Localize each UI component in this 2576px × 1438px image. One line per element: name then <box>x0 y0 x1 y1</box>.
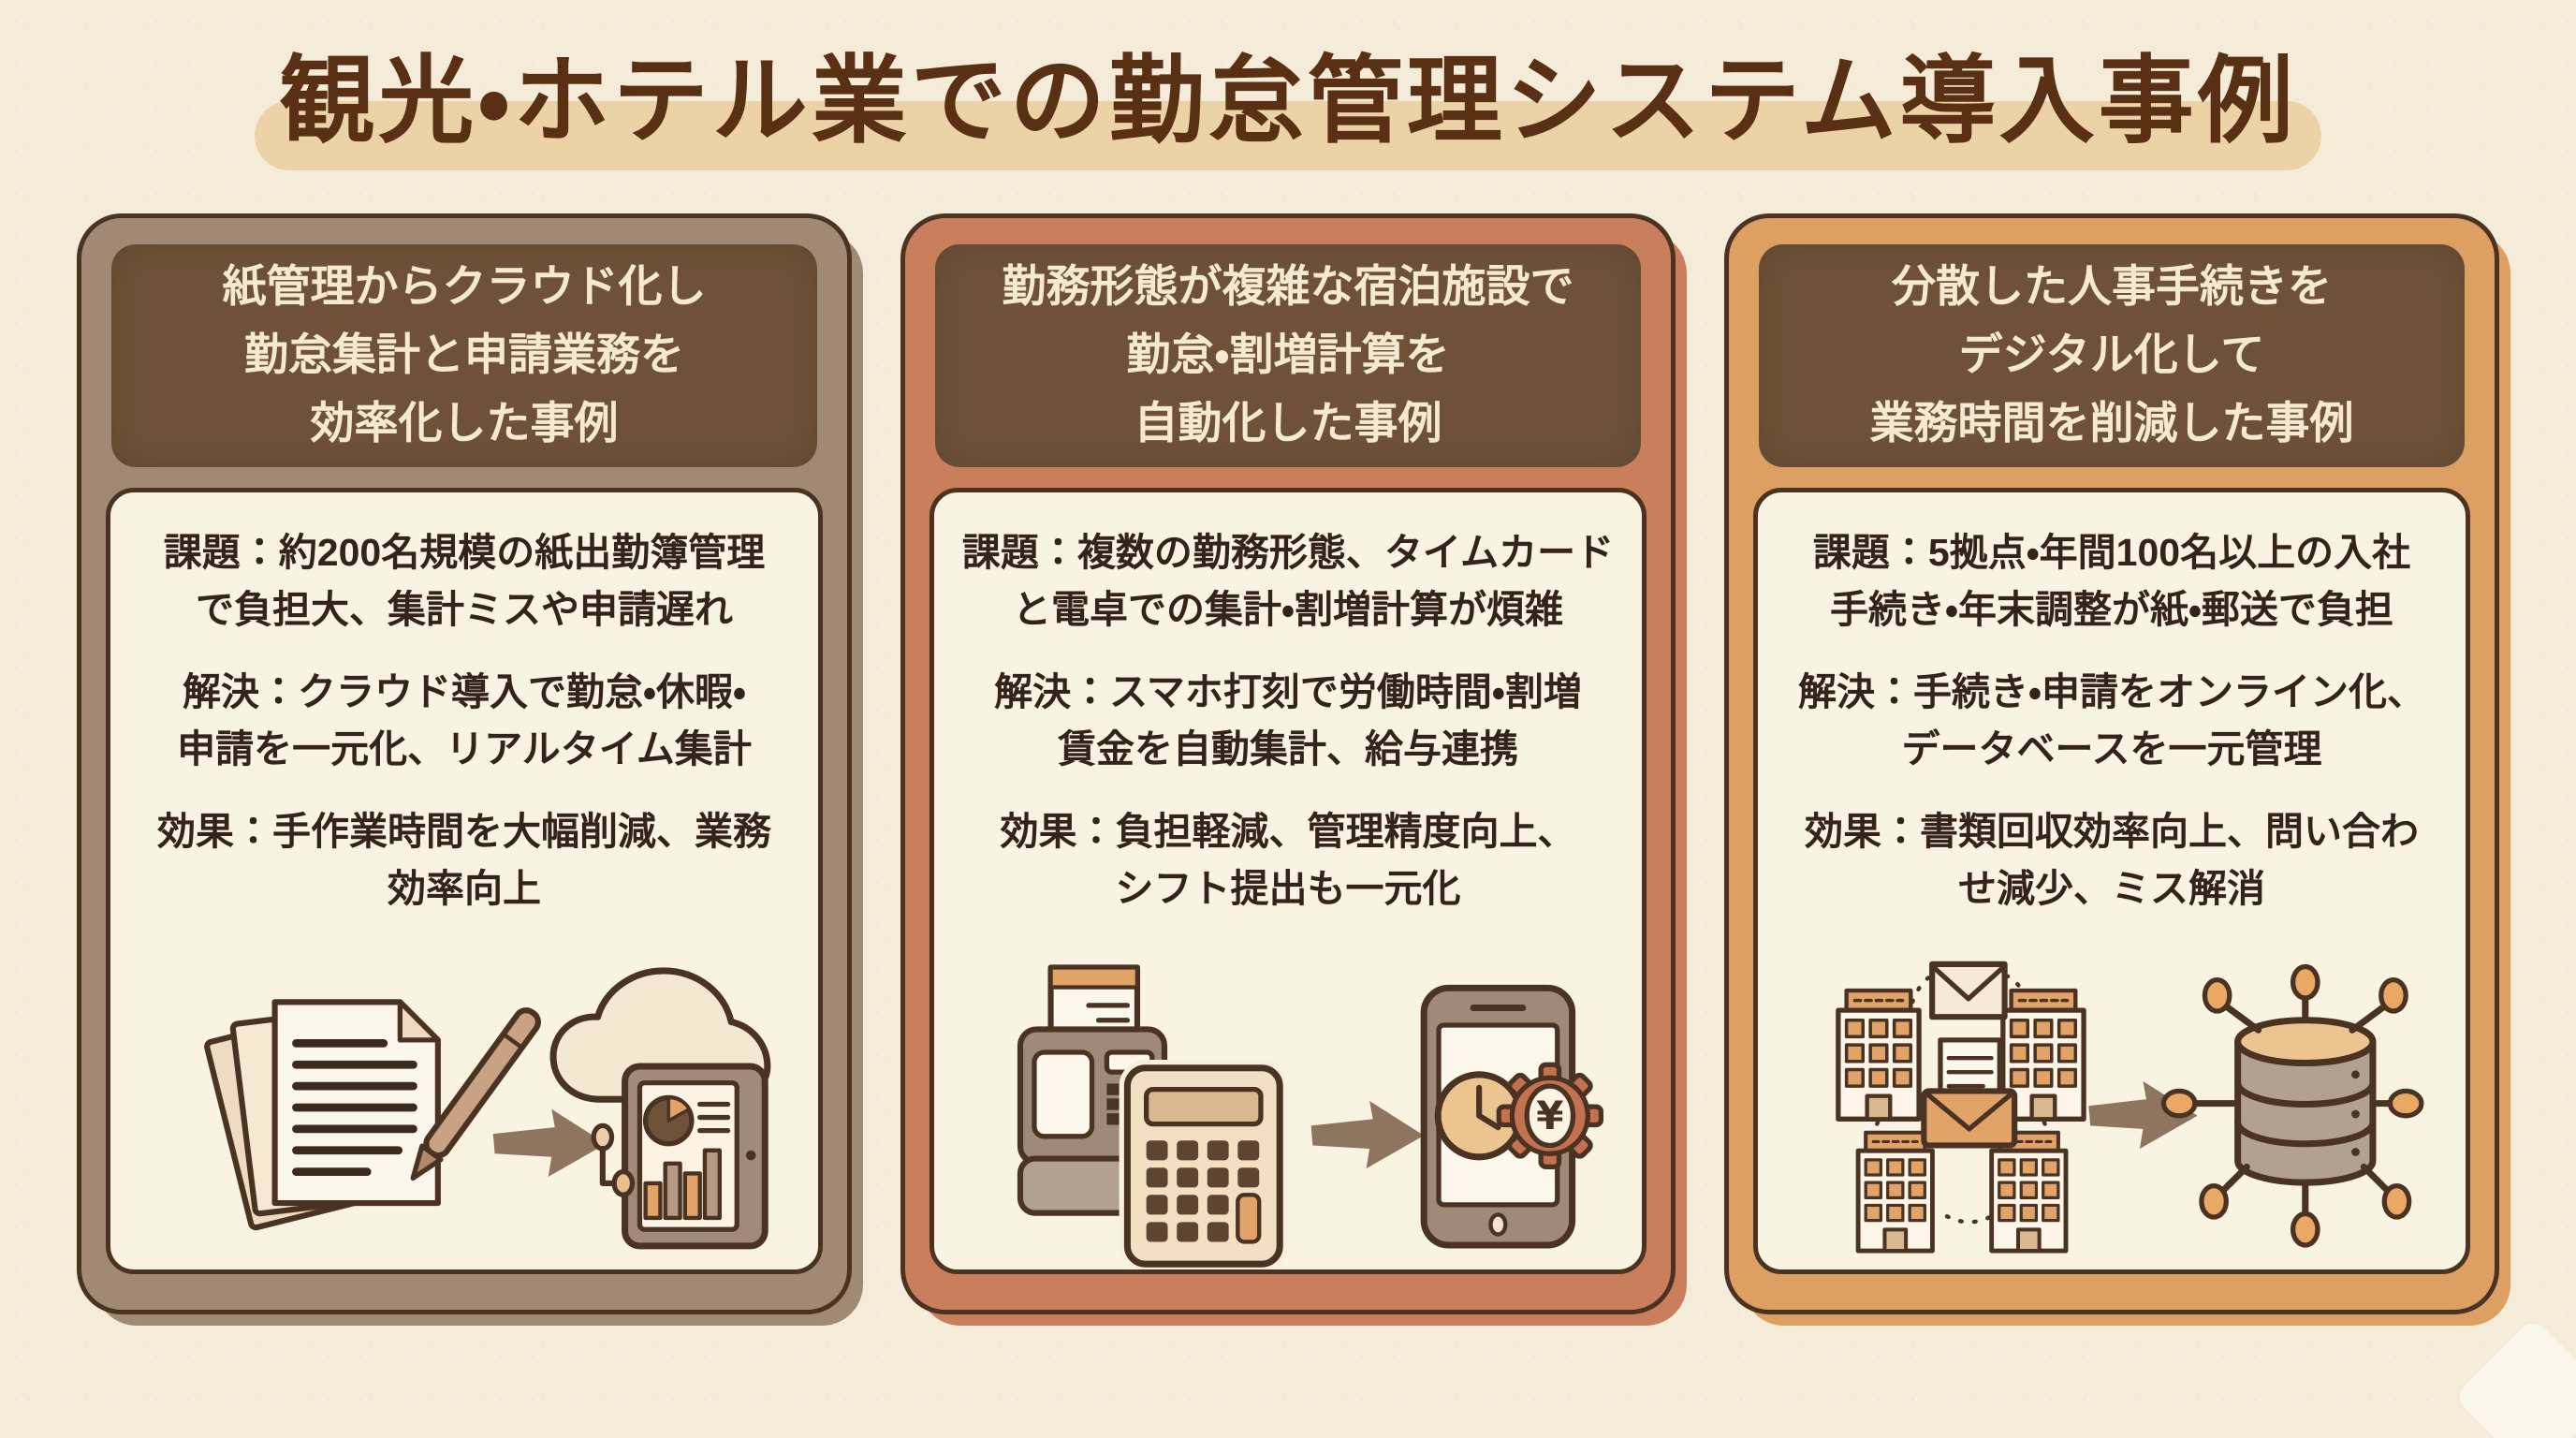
text-line: せ減少、ミス解消 <box>1958 867 2265 911</box>
page-title: 観光・ホテル業での勤怠管理システム導入事例 <box>255 37 2321 170</box>
text-line: 賃金を自動集計、給与連携 <box>1058 727 1518 771</box>
case-card-digital: 分散した人事手続きを デジタル化して 業務時間を削減した事例 課題：5拠点・年間… <box>1724 213 2499 1314</box>
connector-nodes-icon <box>591 1123 636 1197</box>
list-lines-icon <box>697 1101 731 1133</box>
text-line: 申請を一元化、リアルタイム集計 <box>177 727 752 771</box>
text-line: で負担大、集計ミスや申請遅れ <box>196 588 733 632</box>
tablet-camera-dot <box>745 1150 756 1161</box>
yen-symbol: ¥ <box>1536 1093 1563 1138</box>
text-line: 効果：書類回収効率向上、問い合わ <box>1805 809 2419 853</box>
header-line: 勤務形態が複雑な宿泊施設で <box>1002 261 1574 312</box>
text-line: 解決：スマホ打刻で労働時間・割増 <box>994 669 1582 713</box>
text-line: シフト提出も一元化 <box>1115 867 1461 911</box>
offices-to-database-svg <box>1836 961 2424 1254</box>
pen-icon <box>410 1006 541 1181</box>
challenge-paragraph: 課題：複数の勤務形態、タイムカード と電卓での集計・割増計算が煩雑 <box>960 524 1616 639</box>
paper-documents-icon <box>204 998 441 1230</box>
paper-to-cloud-svg <box>204 967 771 1250</box>
text-line: 効率向上 <box>388 867 541 911</box>
calculator-icon <box>1119 1059 1288 1269</box>
challenge-paragraph: 課題：5拠点・年間100名以上の入社 手続き・年末調整が紙・郵送で負担 <box>1784 524 2439 639</box>
arrow-icon <box>492 1108 607 1177</box>
solution-paragraph: 解決：クラウド導入で勤怠・休暇・ 申請を一元化、リアルタイム集計 <box>137 664 792 779</box>
header-line: 自動化した事例 <box>1134 398 1442 448</box>
office-building-icon <box>1855 1130 1935 1254</box>
home-button <box>1488 1211 1508 1237</box>
card-header: 勤務形態が複雑な宿泊施設で 勤怠・割増計算を 自動化した事例 <box>935 243 1641 467</box>
header-line: 勤怠集計と申請業務を <box>244 330 684 380</box>
text-line: 解決：手続き・申請をオンライン化、 <box>1798 669 2425 713</box>
challenge-paragraph: 課題：約200名規模の紙出勤簿管理 で負担大、集計ミスや申請遅れ <box>137 524 792 639</box>
office-building-icon <box>1989 1130 2069 1254</box>
cards-row: 紙管理からクラウド化し 勤怠集計と申請業務を 効率化した事例 課題：約200名規… <box>0 213 2576 1314</box>
central-database-icon <box>2234 1016 2377 1186</box>
card-header: 分散した人事手続きを デジタル化して 業務時間を削減した事例 <box>1759 243 2465 467</box>
case-card-cloud: 紙管理からクラウド化し 勤怠集計と申請業務を 効率化した事例 課題：約200名規… <box>77 213 852 1314</box>
card-body: 課題：複数の勤務形態、タイムカード と電卓での集計・割増計算が煩雑 解決：スマホ… <box>929 487 1647 1274</box>
gear-yen-icon: ¥ <box>1496 1062 1604 1169</box>
header-line: 分散した人事手続きを <box>1892 261 2332 312</box>
card-header: 紙管理からクラウド化し 勤怠集計と申請業務を 効率化した事例 <box>111 243 817 467</box>
text-line: 課題：5拠点・年間100名以上の入社 <box>1812 530 2411 574</box>
effect-paragraph: 効果：負担軽減、管理精度向上、 シフト提出も一元化 <box>960 803 1616 918</box>
header-line: デジタル化して <box>1958 330 2265 380</box>
illustration-paper-to-cloud <box>137 943 792 1269</box>
clock-icon <box>1434 1070 1524 1161</box>
illustration-offices-to-database <box>1784 943 2439 1269</box>
text-line: 解決：クラウド導入で勤怠・休暇・ <box>183 669 746 713</box>
smartphone-icon: ¥ <box>1420 984 1604 1249</box>
solution-paragraph: 解決：スマホ打刻で労働時間・割増 賃金を自動集計、給与連携 <box>960 664 1616 779</box>
arrow-icon <box>2088 1080 2198 1149</box>
text-line: 効果：負担軽減、管理精度向上、 <box>1000 809 1576 853</box>
network-nodes-icon <box>2160 963 2424 1248</box>
card-body: 課題：5拠点・年間100名以上の入社 手続き・年末調整が紙・郵送で負担 解決：手… <box>1753 487 2470 1274</box>
header-line: 効率化した事例 <box>310 398 619 448</box>
case-card-automation: 勤務形態が複雑な宿泊施設で 勤怠・割増計算を 自動化した事例 課題：複数の勤務形… <box>900 213 1676 1314</box>
card-body: 課題：約200名規模の紙出勤簿管理 で負担大、集計ミスや申請遅れ 解決：クラウド… <box>106 487 823 1274</box>
pie-chart-icon <box>642 1094 695 1147</box>
title-area: 観光・ホテル業での勤怠管理システム導入事例 <box>0 0 2576 170</box>
timecard-to-smartphone-svg: ¥ <box>1017 964 1604 1269</box>
illustration-timecard-to-smartphone: ¥ <box>960 943 1616 1269</box>
header-line: 業務時間を削減した事例 <box>1869 398 2354 448</box>
text-line: 課題：複数の勤務形態、タイムカード <box>961 530 1615 574</box>
text-line: 効果：手作業時間を大幅削減、業務 <box>157 809 771 853</box>
arrow-icon <box>1310 1100 1425 1168</box>
watermark-logo <box>2453 1317 2576 1438</box>
text-line: 課題：約200名規模の紙出勤簿管理 <box>163 530 766 574</box>
text-line: と電卓での集計・割増計算が煩雑 <box>1013 588 1563 632</box>
text-line: 手続き・年末調整が紙・郵送で負担 <box>1830 588 2393 632</box>
tablet-chart-icon <box>622 1063 768 1250</box>
solution-paragraph: 解決：手続き・申請をオンライン化、 データベースを一元管理 <box>1784 664 2439 779</box>
open-envelope-icon <box>1921 1036 2018 1149</box>
effect-paragraph: 効果：手作業時間を大幅削減、業務 効率向上 <box>137 803 792 918</box>
header-line: 紙管理からクラウド化し <box>222 261 707 312</box>
office-building-icon <box>2000 988 2086 1122</box>
text-line: データベースを一元管理 <box>1901 727 2322 771</box>
header-line: 勤怠・割増計算を <box>1126 330 1450 380</box>
office-building-icon <box>1836 988 1922 1122</box>
bar-chart-icon <box>643 1148 722 1220</box>
time-recorder-icon <box>1017 964 1168 1216</box>
effect-paragraph: 効果：書類回収効率向上、問い合わ せ減少、ミス解消 <box>1784 803 2439 918</box>
envelope-icon <box>1929 961 2008 1020</box>
calculator-keys <box>1146 1139 1260 1242</box>
